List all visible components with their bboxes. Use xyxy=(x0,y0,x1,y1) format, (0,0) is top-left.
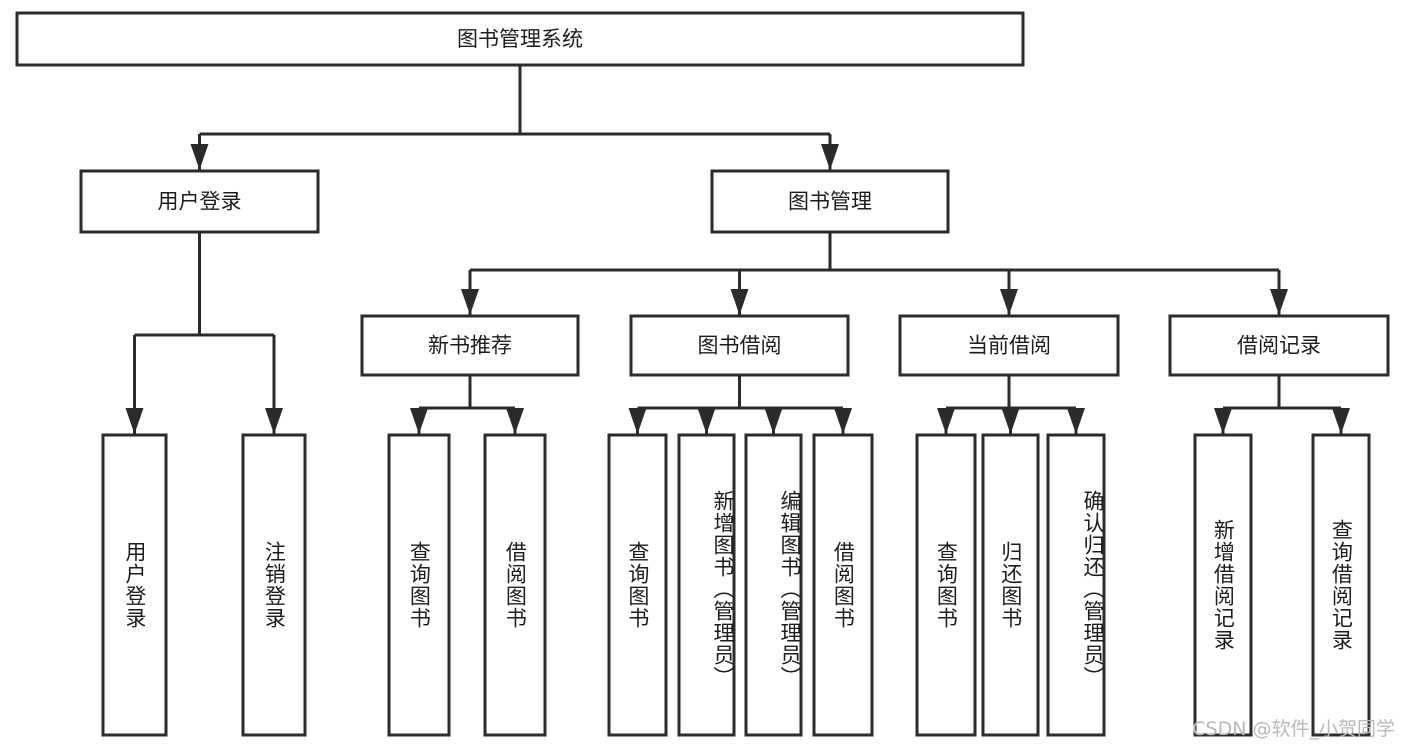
arrow-head xyxy=(628,408,647,434)
node-leaf-nb-query[interactable] xyxy=(387,433,451,737)
node-root-label: 图书管理系统 xyxy=(457,27,583,51)
node-leaf-bb-edit[interactable] xyxy=(744,433,803,737)
node-leaf-bb-query[interactable] xyxy=(607,433,668,737)
node-leaf-cur-query[interactable] xyxy=(915,433,977,737)
node-l2-record[interactable] xyxy=(1168,314,1390,377)
node-l2-record-label: 借阅记录 xyxy=(1237,334,1321,358)
arrow-head xyxy=(1270,289,1288,315)
node-root[interactable] xyxy=(15,11,1025,67)
arrow-head xyxy=(410,408,428,434)
arrow-head xyxy=(764,408,783,434)
node-leaf-logout[interactable] xyxy=(241,433,307,737)
node-leaf-cur-confirm[interactable] xyxy=(1046,433,1106,737)
arrow-head xyxy=(1332,408,1350,434)
arrow-head xyxy=(125,408,144,434)
arrow-head xyxy=(265,408,283,434)
arrow-head xyxy=(1067,408,1085,434)
node-boxes xyxy=(15,11,1390,737)
arrow-head xyxy=(834,408,852,434)
node-l1-book-manage[interactable] xyxy=(710,169,950,234)
arrow-head xyxy=(190,144,209,170)
node-leaf-user-login[interactable] xyxy=(101,433,168,737)
node-l2-borrow[interactable] xyxy=(629,314,850,377)
arrow-head xyxy=(821,144,839,170)
arrow-head xyxy=(506,408,524,434)
node-l1-user-login-label: 用户登录 xyxy=(158,190,242,214)
node-leaf-nb-borrow[interactable] xyxy=(483,433,547,737)
node-leaf-rec-query[interactable] xyxy=(1311,433,1371,737)
node-leaf-bb-add[interactable] xyxy=(677,433,736,737)
node-l2-borrow-label: 图书借阅 xyxy=(698,334,782,358)
node-l2-new-book[interactable] xyxy=(360,314,580,377)
arrow-head xyxy=(461,289,479,315)
node-l2-current-label: 当前借阅 xyxy=(967,334,1051,358)
node-l2-current[interactable] xyxy=(898,314,1120,377)
node-l1-book-manage-label: 图书管理 xyxy=(788,190,872,214)
arrow-head xyxy=(937,408,955,434)
node-l2-new-book-label: 新书推荐 xyxy=(428,334,512,358)
arrow-head xyxy=(1001,408,1020,434)
arrow-head xyxy=(1000,289,1018,315)
node-l1-user-login[interactable] xyxy=(79,169,320,234)
connector-edges xyxy=(125,65,1350,434)
arrow-head xyxy=(697,408,716,434)
arrow-head xyxy=(730,289,749,315)
node-leaf-cur-return[interactable] xyxy=(981,433,1040,737)
node-leaf-bb-borrow[interactable] xyxy=(812,433,874,737)
node-leaf-rec-add[interactable] xyxy=(1193,433,1253,737)
arrow-head xyxy=(1214,408,1232,434)
